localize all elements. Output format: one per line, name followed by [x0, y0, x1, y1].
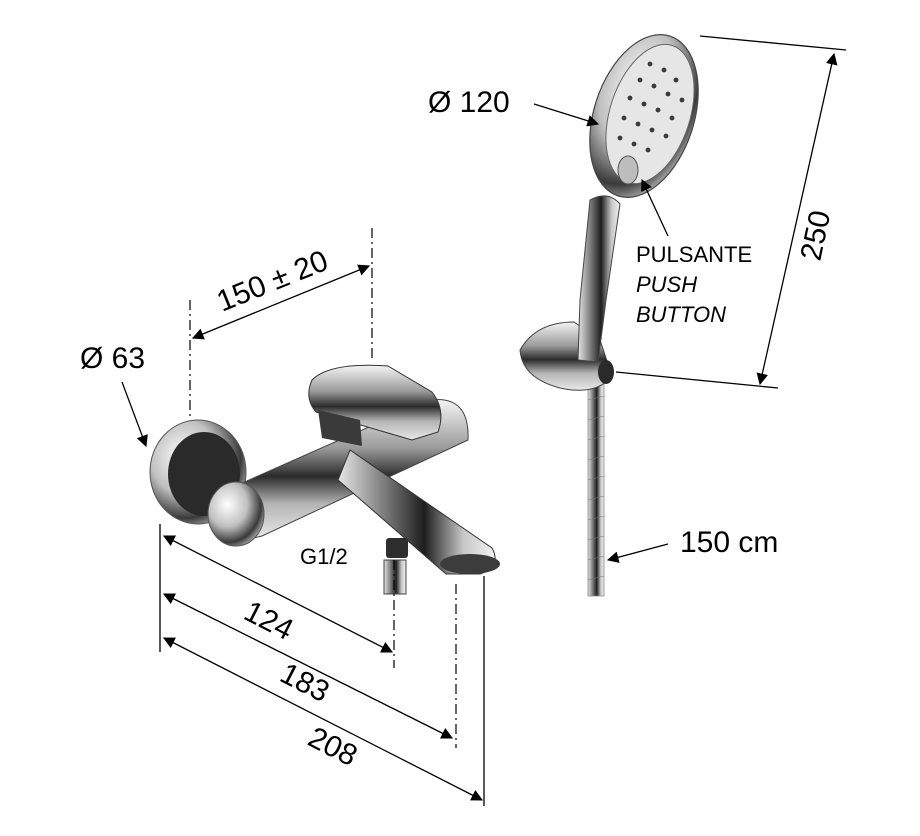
button-label-en-2: BUTTON — [636, 302, 726, 327]
mixer-lever — [308, 364, 442, 441]
head-diameter-label: Ø 120 — [428, 86, 510, 119]
shower-dimensions: Ø 120 PULSANTE PUSH BUTTON 250 150 cm — [428, 35, 847, 563]
bracket-pivot — [598, 360, 614, 384]
bath-mixer-illustration — [149, 364, 500, 595]
depth-208-label: 208 — [303, 721, 363, 773]
depth-183-label: 183 — [275, 657, 335, 709]
spout-outlet — [440, 554, 500, 574]
button-label-it: PULSANTE — [636, 242, 752, 267]
lever-neck — [318, 410, 362, 446]
spray-nozzles — [617, 61, 685, 153]
hand-shower-illustration — [519, 34, 699, 597]
button-label-en-1: PUSH — [636, 272, 697, 297]
depth-124-label: 124 — [239, 595, 299, 647]
body-end-cap — [207, 481, 265, 547]
hose-length-label: 150 cm — [680, 526, 778, 559]
thread-label: G1/2 — [300, 544, 348, 569]
push-button — [617, 155, 639, 185]
hose-texture — [587, 395, 605, 581]
shower-handle — [577, 195, 621, 363]
diverter-knob — [386, 538, 408, 558]
connection-nut — [383, 559, 407, 595]
shower-length-label: 250 — [795, 208, 838, 264]
shower-hose — [587, 375, 605, 597]
flange-diameter-label: Ø 63 — [80, 342, 145, 375]
inlet-spacing-label: 150 ± 20 — [212, 244, 332, 318]
